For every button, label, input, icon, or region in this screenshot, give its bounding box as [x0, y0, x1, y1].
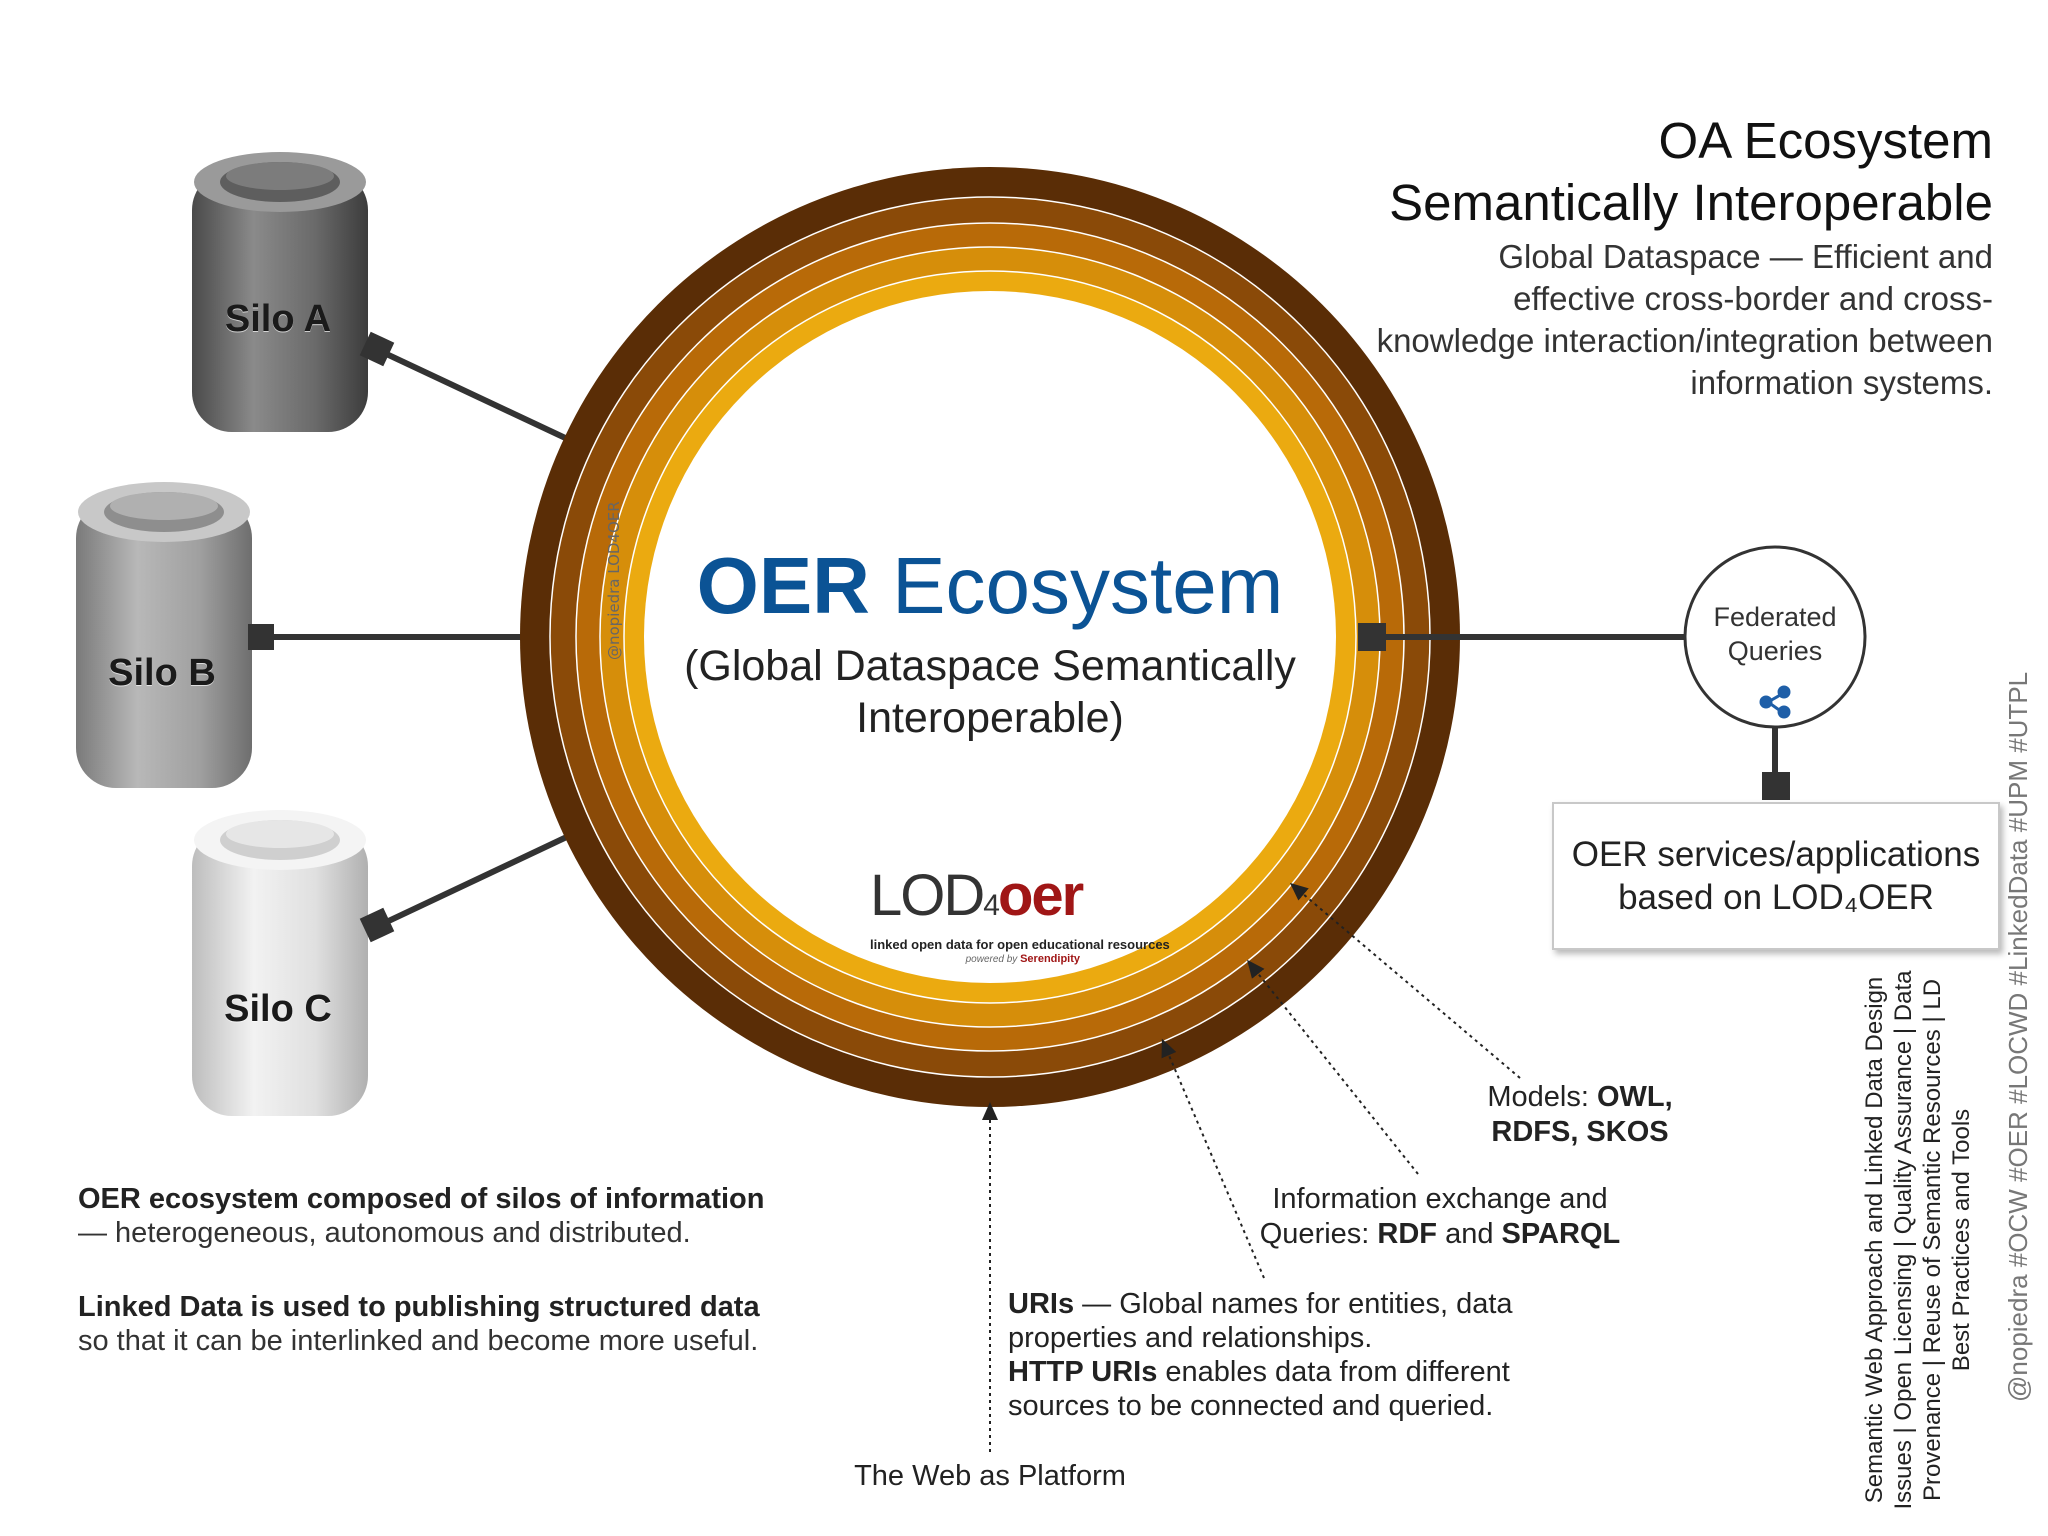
uris-annotation: URIs — Global names for entities, data p…	[1008, 1287, 1568, 1423]
federated-connector	[1358, 623, 1790, 800]
linked-data-note-text: so that it can be interlinked and become…	[78, 1325, 759, 1357]
http-uris-text: enables data from different sources to b…	[1008, 1356, 1510, 1422]
info-exchange-annotation: Information exchange and Queries: RDF an…	[1230, 1182, 1650, 1252]
uris-text: — Global names for entities, data proper…	[1008, 1288, 1513, 1354]
linked-data-note-bold: Linked Data is used to publishing struct…	[78, 1291, 760, 1323]
share-network-icon	[1759, 685, 1791, 719]
silo-b-label: Silo B	[108, 652, 216, 694]
silo-a-label: Silo A	[224, 298, 332, 340]
logo-oer: oer	[997, 863, 1084, 928]
models-list: OWL, RDFS, SKOS	[1491, 1081, 1673, 1148]
center-subtitle: (Global Dataspace Semantically Interoper…	[684, 642, 1296, 742]
models-prefix: Models:	[1487, 1081, 1597, 1113]
logo-four: 4	[983, 889, 1000, 922]
logo-powered-text: powered by	[965, 954, 1018, 965]
center-watermark: @nopiedra LOD4OER	[605, 501, 623, 660]
title-line-2: Semantically Interoperable	[1389, 174, 1993, 231]
models-annotation: Models: OWL, RDFS, SKOS	[1440, 1080, 1720, 1150]
federated-queries-label: Federated Queries	[1713, 602, 1837, 666]
info-and: and	[1437, 1218, 1502, 1250]
hashtags-credit: @nopiedra #OCW #OER #LOCWD #LinkedData #…	[2003, 671, 2033, 1402]
ecosystem-note: OER ecosystem composed of silos of infor…	[78, 1182, 838, 1250]
silo-c-label: Silo C	[224, 988, 332, 1030]
federated-queries-node	[1683, 545, 1867, 729]
layer-annotation-arrows	[982, 882, 1521, 1452]
http-uris-bold: HTTP URIs	[1008, 1356, 1158, 1388]
silo-a-cylinder	[192, 152, 368, 432]
web-platform-annotation: The Web as Platform	[854, 1460, 1126, 1492]
oer-services-label: OER services/applications based on LOD₄O…	[1571, 835, 1981, 917]
silo-c-cylinder	[192, 810, 368, 1116]
logo-brand: Serendipity	[1020, 953, 1080, 965]
lod4oer-logo: LOD4oer linked open data for open educat…	[870, 865, 1170, 966]
linked-data-note: Linked Data is used to publishing struct…	[78, 1290, 838, 1358]
center-title: OER Ecosystem	[620, 540, 1360, 632]
best-practices-note: Semantic Web Approach and Linked Data De…	[1861, 970, 1975, 1510]
logo-powered-by: powered by Serendipity	[870, 953, 1110, 965]
diagram-subtitle: Global Dataspace — Efficient and effecti…	[1376, 238, 1993, 401]
info-rdf: RDF	[1377, 1218, 1438, 1250]
ecosystem-note-text: — heterogeneous, autonomous and distribu…	[78, 1217, 691, 1249]
oer-services-box: OER services/applications based on LOD₄O…	[1552, 802, 2000, 950]
uris-bold: URIs	[1008, 1288, 1075, 1320]
logo-wordmark: LOD4oer	[870, 865, 1110, 937]
center-title-bold: OER	[696, 541, 870, 630]
ecosystem-note-bold: OER ecosystem composed of silos of infor…	[78, 1183, 765, 1215]
logo-lod: LOD	[870, 863, 985, 928]
semantic-layer-rings	[520, 167, 1460, 1107]
diagram-title: OA Ecosystem Semantically Interoperable	[1389, 110, 1993, 234]
info-prefix: Information exchange and Queries:	[1259, 1183, 1608, 1250]
title-line-1: OA Ecosystem	[1658, 112, 1993, 169]
logo-tagline: linked open data for open educational re…	[870, 937, 1170, 952]
center-title-rest: Ecosystem	[869, 541, 1284, 630]
info-sparql: SPARQL	[1501, 1218, 1621, 1250]
silo-b-cylinder	[76, 482, 252, 788]
